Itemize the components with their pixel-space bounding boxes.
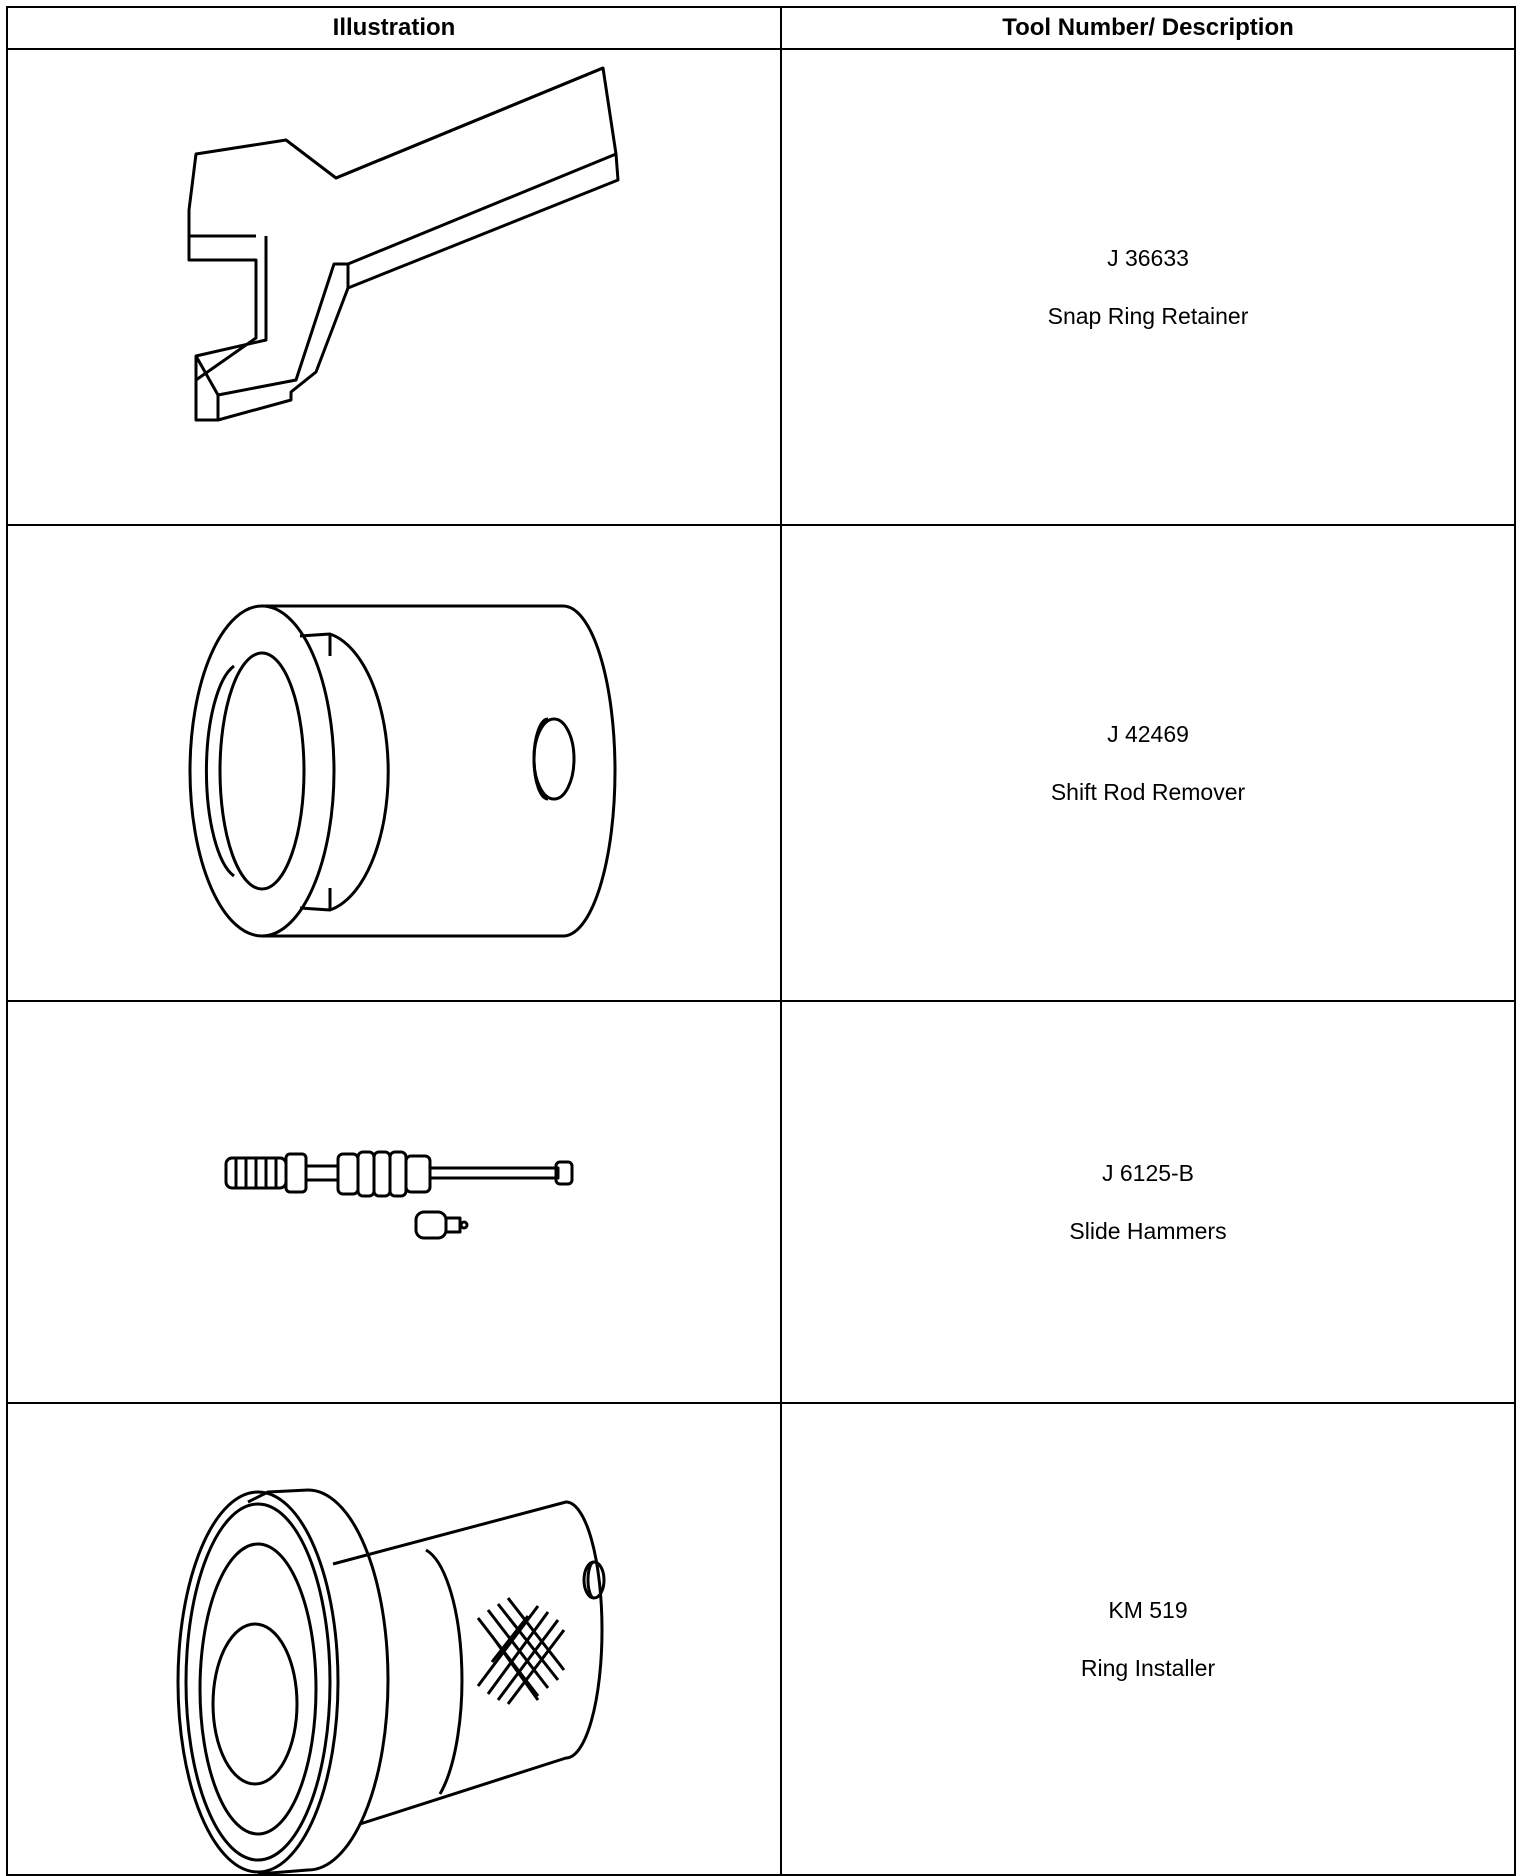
illustration-cell — [6, 48, 782, 526]
tool-number: KM 519 — [1108, 1596, 1188, 1623]
table-row: J 36633 Snap Ring Retainer — [6, 48, 1516, 526]
tool-number: J 6125-B — [1101, 1159, 1195, 1186]
slide-hammers-illustration — [224, 1150, 574, 1240]
illustration-cell — [6, 524, 782, 1002]
snap-ring-retainer-illustration — [187, 66, 620, 422]
tool-description-cell: J 42469 Shift Rod Remover — [780, 524, 1516, 1002]
tool-description-cell: KM 519 Ring Installer — [780, 1402, 1516, 1876]
tool-name: Ring Installer — [1080, 1654, 1216, 1681]
table-row: KM 519 Ring Installer — [6, 1402, 1516, 1876]
ring-installer-illustration — [176, 1488, 606, 1874]
tool-name: Snap Ring Retainer — [1047, 302, 1249, 329]
tool-name: Slide Hammers — [1069, 1217, 1227, 1244]
illustration-cell — [6, 1000, 782, 1404]
tool-number: J 36633 — [1107, 244, 1189, 271]
illustration-cell — [6, 1402, 782, 1876]
tool-name: Shift Rod Remover — [1050, 778, 1246, 805]
special-tools-table: Illustration Tool Number/ Description J … — [6, 6, 1516, 1876]
table-row: J 42469 Shift Rod Remover — [6, 524, 1516, 1002]
tool-description-cell: J 6125-B Slide Hammers — [780, 1000, 1516, 1404]
tool-number: J 42469 — [1107, 720, 1189, 747]
tool-description-cell: J 36633 Snap Ring Retainer — [780, 48, 1516, 526]
tool-column-header: Tool Number/ Description — [780, 6, 1516, 50]
header-row: Illustration Tool Number/ Description — [6, 6, 1516, 50]
shift-rod-remover-illustration — [188, 604, 617, 938]
illustration-column-header: Illustration — [6, 6, 782, 50]
table-row: J 6125-B Slide Hammers — [6, 1000, 1516, 1404]
